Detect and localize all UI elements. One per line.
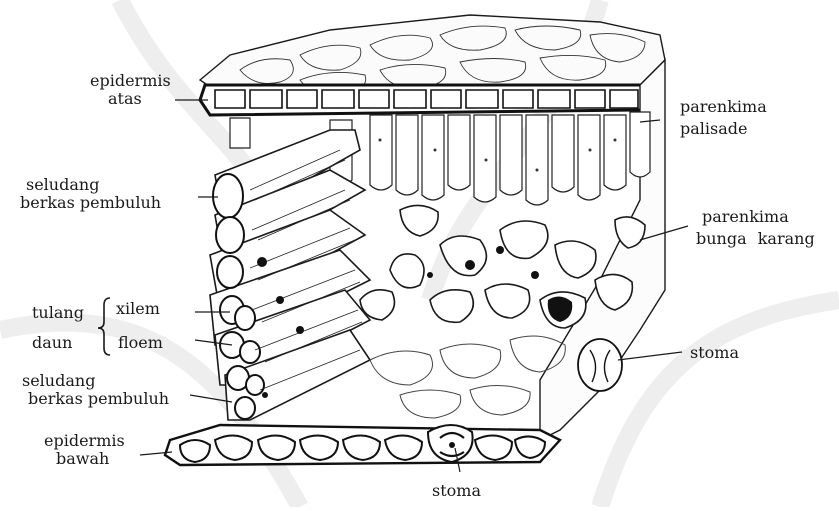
label-stoma-bottom: stoma: [432, 482, 481, 500]
label-epidermis-bawah: epidermis bawah: [44, 432, 125, 468]
label-parenkima-palisade: parenkima palisade: [680, 98, 767, 138]
label-stoma-right: stoma: [690, 344, 739, 362]
label-tulang-daun: tulang daun: [32, 304, 84, 352]
label-epidermis-atas: epidermis atas: [90, 72, 171, 108]
label-seludang-bottom: seludang berkas pembuluh: [22, 372, 169, 408]
lower-cells: [370, 336, 565, 418]
leader-stoma-right: [618, 352, 682, 360]
label-seludang-top: seludang berkas pembuluh: [20, 176, 161, 212]
label-floem: floem: [118, 334, 163, 352]
label-parenkima-bunga-karang: parenkima bunga karang: [696, 208, 815, 248]
label-xilem: xilem: [116, 300, 160, 318]
stoma-right-drawing: [578, 339, 622, 391]
